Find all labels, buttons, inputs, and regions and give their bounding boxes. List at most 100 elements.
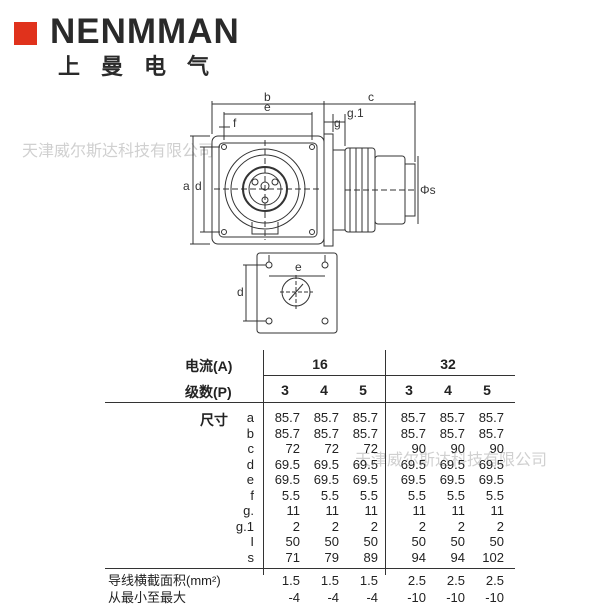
- table-cell: 85.7: [352, 425, 378, 441]
- group-16: 16: [312, 356, 328, 372]
- table-cell: 50: [489, 534, 504, 549]
- table-cell: 50: [285, 534, 300, 549]
- table-cell: 69.5: [352, 456, 378, 472]
- table-cell: 69.5: [400, 456, 426, 472]
- front-plate-inner: [218, 142, 318, 238]
- dim-small-d: d: [237, 285, 244, 299]
- table-cell: 11: [451, 503, 466, 518]
- row-label: g.: [243, 503, 254, 518]
- table-cell: 85.7: [439, 410, 465, 425]
- table-cell: 2: [496, 518, 504, 534]
- table-cell: 85.7: [274, 425, 300, 441]
- table-cell: 50: [324, 534, 339, 549]
- dim-c: c: [368, 90, 374, 104]
- side-plate: [323, 133, 334, 247]
- row-label: b: [246, 425, 254, 441]
- brand-name-cn: 上曼电气: [58, 54, 231, 79]
- row-label: c: [247, 441, 255, 456]
- dim-small-e: e: [295, 260, 302, 274]
- wire-cell: 1.5: [320, 573, 339, 588]
- table-cell: 69.5: [274, 456, 300, 472]
- table-cell: 102: [482, 549, 504, 565]
- table-cell: 89: [363, 549, 378, 565]
- wire-cell: 2.5: [407, 573, 426, 588]
- row-label: d: [246, 456, 254, 472]
- pole: 3: [405, 382, 413, 398]
- table-cell: 72: [363, 441, 378, 456]
- wire-cell: -10: [446, 590, 465, 605]
- table-cell: 5.5: [359, 487, 378, 503]
- table-cell: 85.7: [313, 410, 339, 425]
- poles-label: 级数(P): [185, 384, 232, 400]
- dim-b: b: [264, 90, 271, 104]
- table-cell: 50: [450, 534, 465, 549]
- wire-cell: -4: [288, 590, 300, 605]
- wire-cell: 2.5: [485, 573, 504, 588]
- table-cell: 5.5: [320, 487, 339, 503]
- row-label: g.1: [235, 518, 254, 534]
- pole: 5: [483, 382, 491, 398]
- table-cell: 85.7: [400, 425, 426, 441]
- pole: 3: [281, 382, 289, 398]
- watermark: 天津威尔斯达科技有限公司: [22, 143, 215, 160]
- wire-cell: -4: [366, 590, 378, 605]
- front-plate: [211, 135, 325, 245]
- size-label: 尺寸: [200, 412, 228, 428]
- table-cell: 69.5: [478, 456, 504, 472]
- row-label: s: [247, 549, 255, 565]
- row-label: e: [246, 472, 254, 487]
- wire-cell: 1.5: [359, 573, 378, 588]
- wire-cell: 1.5: [281, 573, 300, 588]
- table-cell: 85.7: [274, 410, 300, 425]
- brand-logo-square: [14, 22, 37, 45]
- dim-d: d: [195, 179, 202, 193]
- dim-g1: g.1: [347, 106, 364, 120]
- table-cell: 50: [411, 534, 426, 549]
- table-cell: 85.7: [400, 410, 426, 425]
- row-label: f: [250, 487, 254, 503]
- table-cell: 94: [411, 549, 426, 565]
- table-cell: 11: [412, 503, 427, 518]
- table-cell: 72: [285, 441, 300, 456]
- table-cell: 90: [489, 441, 504, 456]
- current-label: 电流(A): [185, 358, 233, 374]
- wire-cell: -10: [485, 590, 504, 605]
- table-cell: 11: [325, 503, 340, 518]
- dim-f: f: [233, 116, 237, 130]
- table-cell: 69.5: [313, 472, 339, 487]
- table-cell: 50: [363, 534, 378, 549]
- table-cell: 69.5: [478, 472, 504, 487]
- table-cell: 2: [292, 518, 300, 534]
- dim-e: e: [264, 100, 271, 114]
- table-cell: 69.5: [400, 472, 426, 487]
- table-cell: 85.7: [352, 410, 378, 425]
- table-cell: 11: [490, 503, 505, 518]
- table-cell: 2: [370, 518, 378, 534]
- dim-a: a: [183, 179, 190, 193]
- table-cell: 5.5: [407, 487, 426, 503]
- table-cell: 90: [411, 441, 426, 456]
- table-cell: 5.5: [485, 487, 504, 503]
- table-cell: 85.7: [478, 410, 504, 425]
- table-cell: 5.5: [281, 487, 300, 503]
- table-cell: 71: [285, 549, 300, 565]
- row-label: a: [246, 410, 254, 425]
- table-cell: 79: [324, 549, 339, 565]
- table-cell: 69.5: [439, 472, 465, 487]
- brand-name-en: NENMMAN: [50, 12, 240, 51]
- table-cell: 11: [286, 503, 301, 518]
- dim-s: Φs: [420, 183, 436, 197]
- table-cell: 69.5: [439, 456, 465, 472]
- table-cell: 2: [331, 518, 339, 534]
- table-cell: 69.5: [313, 456, 339, 472]
- wire-cell: -10: [407, 590, 426, 605]
- pole: 4: [320, 382, 328, 398]
- group-32: 32: [440, 356, 456, 372]
- wire-label-1: 导线横截面积(mm²): [108, 573, 221, 588]
- wire-cell: -4: [327, 590, 339, 605]
- table-cell: 94: [450, 549, 465, 565]
- table-cell: 2: [418, 518, 426, 534]
- row-label: I: [250, 534, 254, 549]
- table-cell: 69.5: [274, 472, 300, 487]
- table-cell: 85.7: [313, 425, 339, 441]
